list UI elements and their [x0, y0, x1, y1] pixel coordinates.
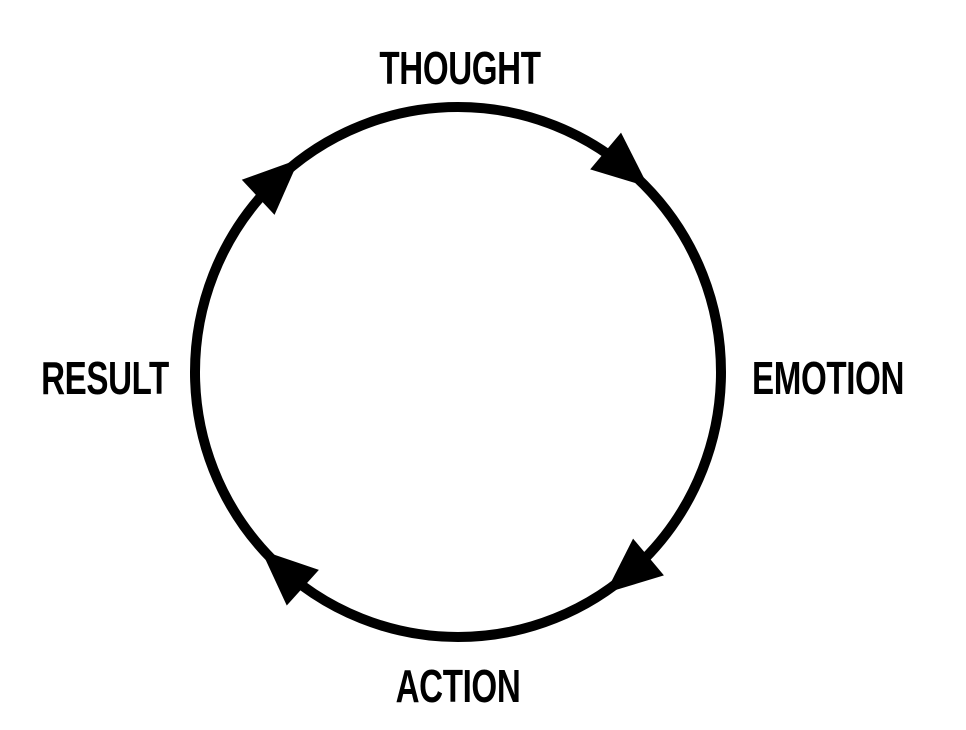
cycle-circle [190, 102, 726, 642]
arrow-thought-to-emotion-icon [590, 132, 649, 187]
label-action: ACTION [395, 660, 521, 712]
label-thought: THOUGHT [379, 42, 541, 94]
label-emotion: EMOTION [751, 352, 905, 404]
arrow-emotion-to-action-icon [605, 538, 664, 593]
arrow-result-to-thought-icon [241, 159, 300, 215]
label-result: RESULT [41, 352, 169, 404]
arrow-action-to-result-icon [261, 550, 319, 606]
